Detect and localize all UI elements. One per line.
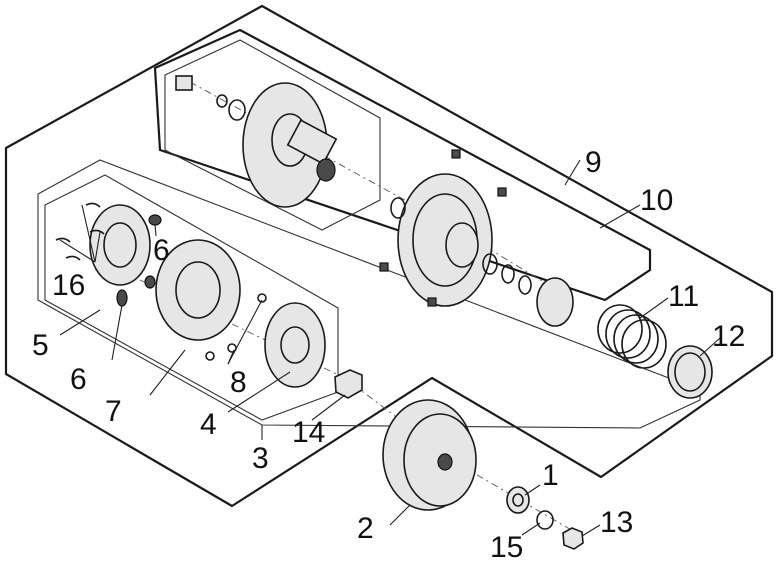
leader-lines [59, 159, 721, 537]
callout-3: 3 [252, 442, 269, 475]
outer-assembly-frame [4, 4, 774, 508]
spring-cup [667, 345, 713, 399]
callout-12: 12 [712, 320, 745, 353]
callout-7: 7 [105, 395, 122, 428]
callout-11: 11 [668, 280, 699, 313]
callout-1: 1 [542, 459, 559, 492]
clutch-group [55, 202, 363, 399]
nut-washer-group [506, 486, 584, 550]
clutch-subframe [37, 159, 701, 429]
callout-4: 4 [200, 408, 217, 441]
callout-14: 14 [292, 416, 325, 449]
driven-pulley-half [175, 75, 338, 208]
driven-pulley-inner-frame [164, 39, 381, 231]
callout-15: 15 [490, 531, 523, 564]
callout-13: 13 [600, 506, 633, 539]
callout-10: 10 [640, 184, 673, 217]
driven-pulley-frame [153, 28, 652, 302]
callout-9: 9 [585, 146, 602, 179]
callout-2: 2 [357, 512, 374, 545]
callout-5: 5 [32, 329, 49, 362]
callout-8: 8 [230, 366, 247, 399]
clutch-bell [382, 399, 477, 511]
assembly-axis [189, 81, 561, 293]
clutch-axis [139, 279, 581, 536]
spring [597, 304, 667, 369]
callout-16: 16 [52, 269, 85, 302]
callout-6a: 6 [153, 234, 170, 267]
moveable-flange [379, 149, 574, 327]
callout-6b: 6 [70, 363, 87, 396]
